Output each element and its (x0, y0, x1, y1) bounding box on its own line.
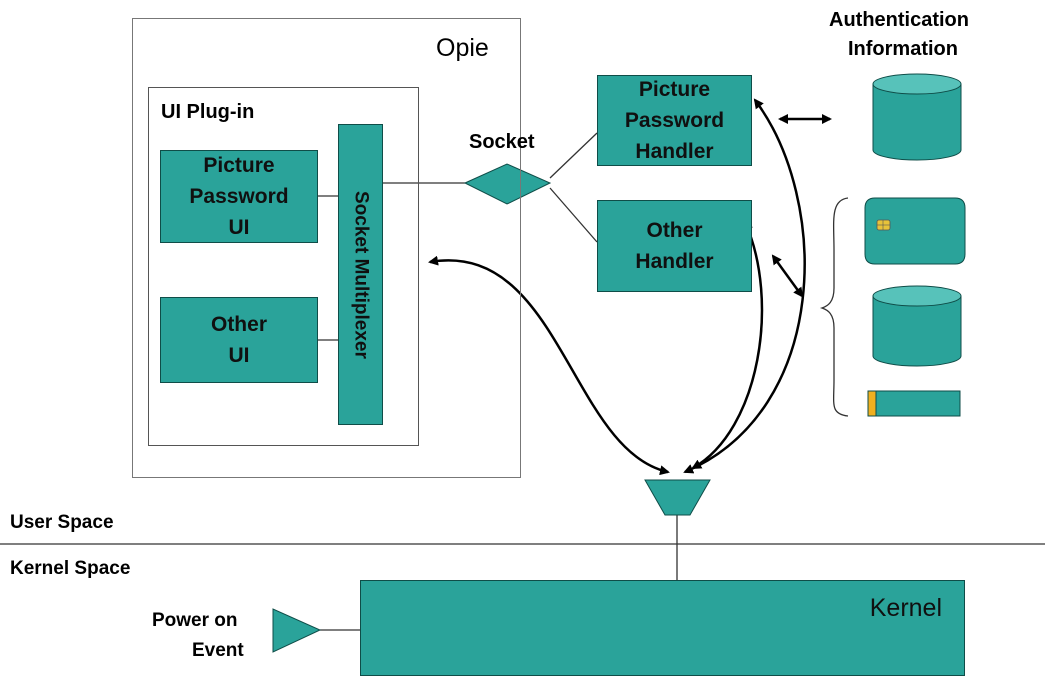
kernel-box: Kernel (360, 580, 965, 676)
auth-info-label-line1: Authentication (829, 9, 969, 31)
picture-password-handler-label: Picture Password Handler (624, 78, 725, 163)
ui-plugin-frame (148, 87, 419, 446)
power-on-label-line2: Event (192, 640, 244, 661)
socket-multiplexer-label: Socket Multiplexer (350, 190, 372, 359)
power-on-label-line1: Power on (152, 610, 238, 631)
opie-label: Opie (436, 34, 489, 62)
other-ui-box: Other UI (160, 297, 318, 383)
other-handler-label: Other Handler (635, 219, 714, 273)
smart-card-icon (864, 197, 966, 265)
ui-plugin-label: UI Plug-in (161, 101, 255, 123)
auth-devices-brace (819, 197, 849, 417)
usb-token-icon (867, 390, 961, 417)
kernel-space-label: Kernel Space (10, 558, 131, 579)
socket-multiplexer-box: Socket Multiplexer (338, 124, 383, 425)
socket-diamond (463, 163, 552, 205)
picture-password-handler-box: Picture Password Handler (597, 75, 752, 166)
database-icon (872, 73, 962, 161)
opie-frame (132, 18, 521, 478)
auth-info-label-line2: Information (848, 38, 958, 60)
power-event-triangle (272, 608, 322, 653)
picture-password-ui-label: Picture Password UI (189, 154, 289, 239)
other-handler-box: Other Handler (597, 200, 752, 292)
user-space-label: User Space (10, 512, 114, 533)
picture-password-ui-box: Picture Password UI (160, 150, 318, 243)
socket-to-pwhandler-line (549, 132, 598, 179)
other-ui-label: Other UI (210, 313, 267, 367)
otherhandler-funnel-arrow (691, 220, 764, 470)
socket-label: Socket (469, 131, 535, 153)
kernel-label: Kernel (869, 594, 942, 622)
funnel-icon (644, 479, 711, 516)
socket-to-otherhandler-line (549, 187, 598, 243)
database-icon (872, 285, 962, 367)
handler-auth-double-arrow (771, 254, 804, 298)
multiplexer-funnel-arrow (428, 255, 670, 476)
